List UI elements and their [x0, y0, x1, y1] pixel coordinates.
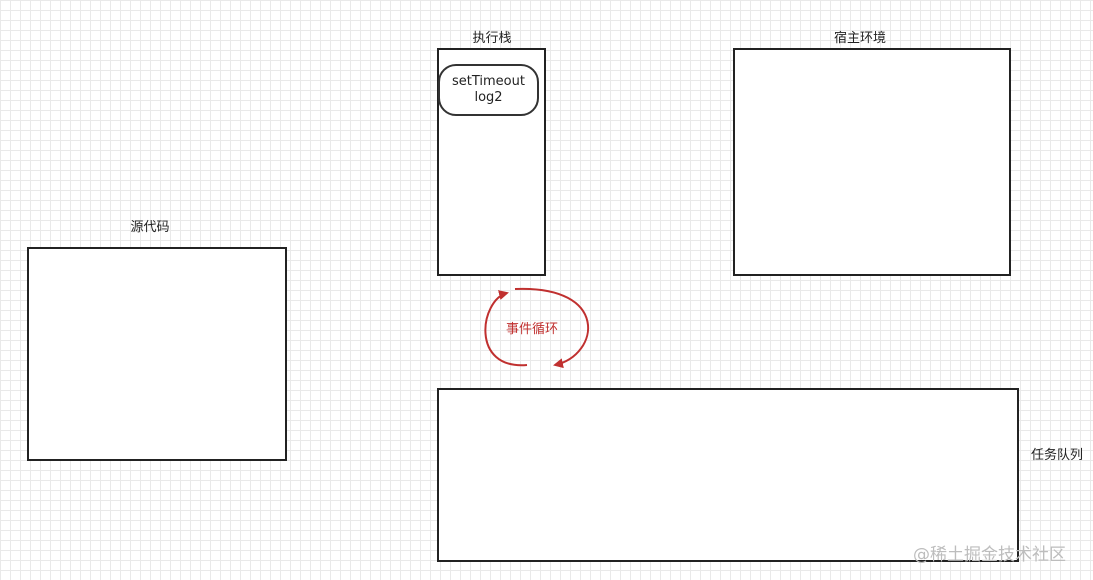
watermark: @稀土掘金技术社区 — [913, 545, 1066, 565]
event-loop-arc-left — [484, 290, 528, 367]
stack-frame: setTimeout log2 — [438, 64, 539, 116]
event-loop-label: 事件循环 — [505, 322, 558, 337]
task-queue-label: 任务队列 — [1030, 448, 1083, 463]
host-env-box — [733, 48, 1011, 276]
stack-frame-line-1: setTimeout — [452, 74, 525, 89]
call-stack-label: 执行栈 — [472, 31, 512, 46]
source-code-label: 源代码 — [130, 220, 170, 235]
source-code-box — [27, 247, 287, 461]
stack-frame-line-2: log2 — [474, 90, 503, 105]
task-queue-box — [437, 388, 1019, 562]
event-loop-arc-right — [514, 287, 590, 369]
host-env-label: 宿主环境 — [833, 31, 886, 46]
